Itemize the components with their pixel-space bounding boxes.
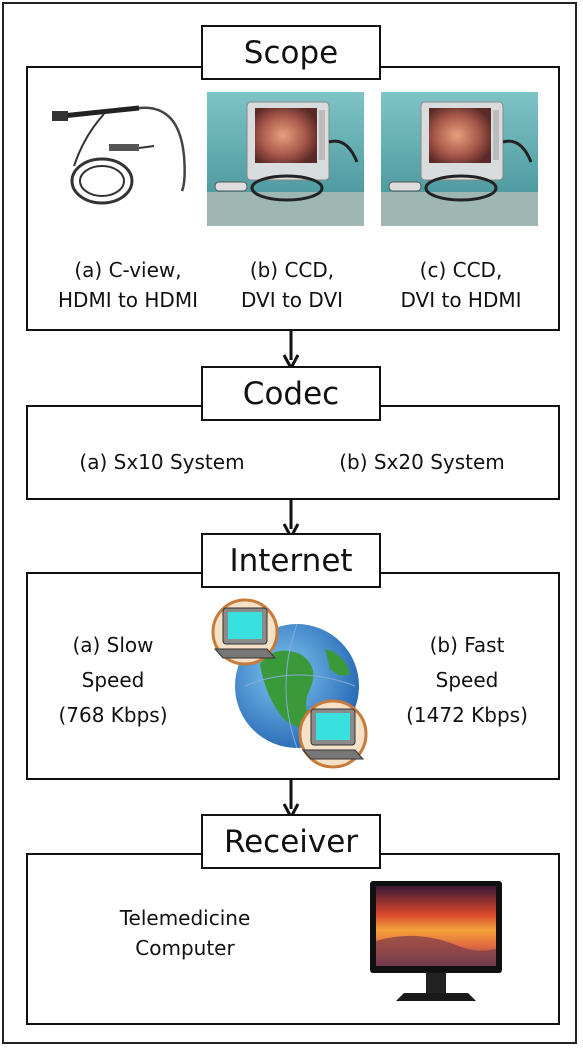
ccd-monitor-image-c	[381, 92, 538, 226]
internet-slow: (a) Slow Speed (768 Kbps)	[38, 628, 188, 733]
internet-slow-line2: Speed	[81, 668, 145, 692]
widescreen-monitor-icon	[370, 881, 502, 1001]
scope-title: Scope	[201, 25, 381, 80]
scope-item-b-line1: (b) CCD,	[249, 258, 335, 282]
arrow-scope-to-codec	[282, 330, 300, 370]
internet-slow-line1: (a) Slow	[72, 633, 154, 657]
ccd-monitor-image-b	[207, 92, 364, 226]
scope-item-b: (b) CCD, DVI to DVI	[222, 255, 362, 315]
globe-network-icon	[211, 598, 368, 769]
scope-item-c-line1: (c) CCD,	[419, 258, 503, 282]
internet-title: Internet	[201, 533, 381, 588]
internet-fast-line1: (b) Fast	[429, 633, 505, 657]
scope-item-c: (c) CCD, DVI to HDMI	[386, 255, 536, 315]
internet-slow-line3: (768 Kbps)	[58, 703, 168, 727]
scope-item-a: (a) C-view, HDMI to HDMI	[48, 255, 208, 315]
scope-item-b-line2: DVI to DVI	[240, 288, 344, 312]
cview-scope-image	[52, 105, 186, 205]
outer-frame	[2, 2, 577, 1044]
codec-title: Codec	[201, 366, 381, 421]
receiver-label: Telemedicine Computer	[100, 903, 270, 963]
scope-item-c-line2: DVI to HDMI	[400, 288, 522, 312]
receiver-title: Receiver	[201, 814, 381, 869]
internet-fast-line2: Speed	[435, 668, 499, 692]
scope-item-a-line2: HDMI to HDMI	[58, 288, 198, 312]
internet-fast-line3: (1472 Kbps)	[406, 703, 528, 727]
codec-item-b: (b) Sx20 System	[339, 450, 505, 474]
receiver-label-line1: Telemedicine	[119, 906, 251, 930]
receiver-label-line2: Computer	[135, 936, 235, 960]
arrow-internet-to-receiver	[282, 779, 300, 819]
scope-item-a-line1: (a) C-view,	[74, 258, 182, 282]
internet-fast: (b) Fast Speed (1472 Kbps)	[392, 628, 542, 733]
codec-item-a: (a) Sx10 System	[79, 450, 245, 474]
